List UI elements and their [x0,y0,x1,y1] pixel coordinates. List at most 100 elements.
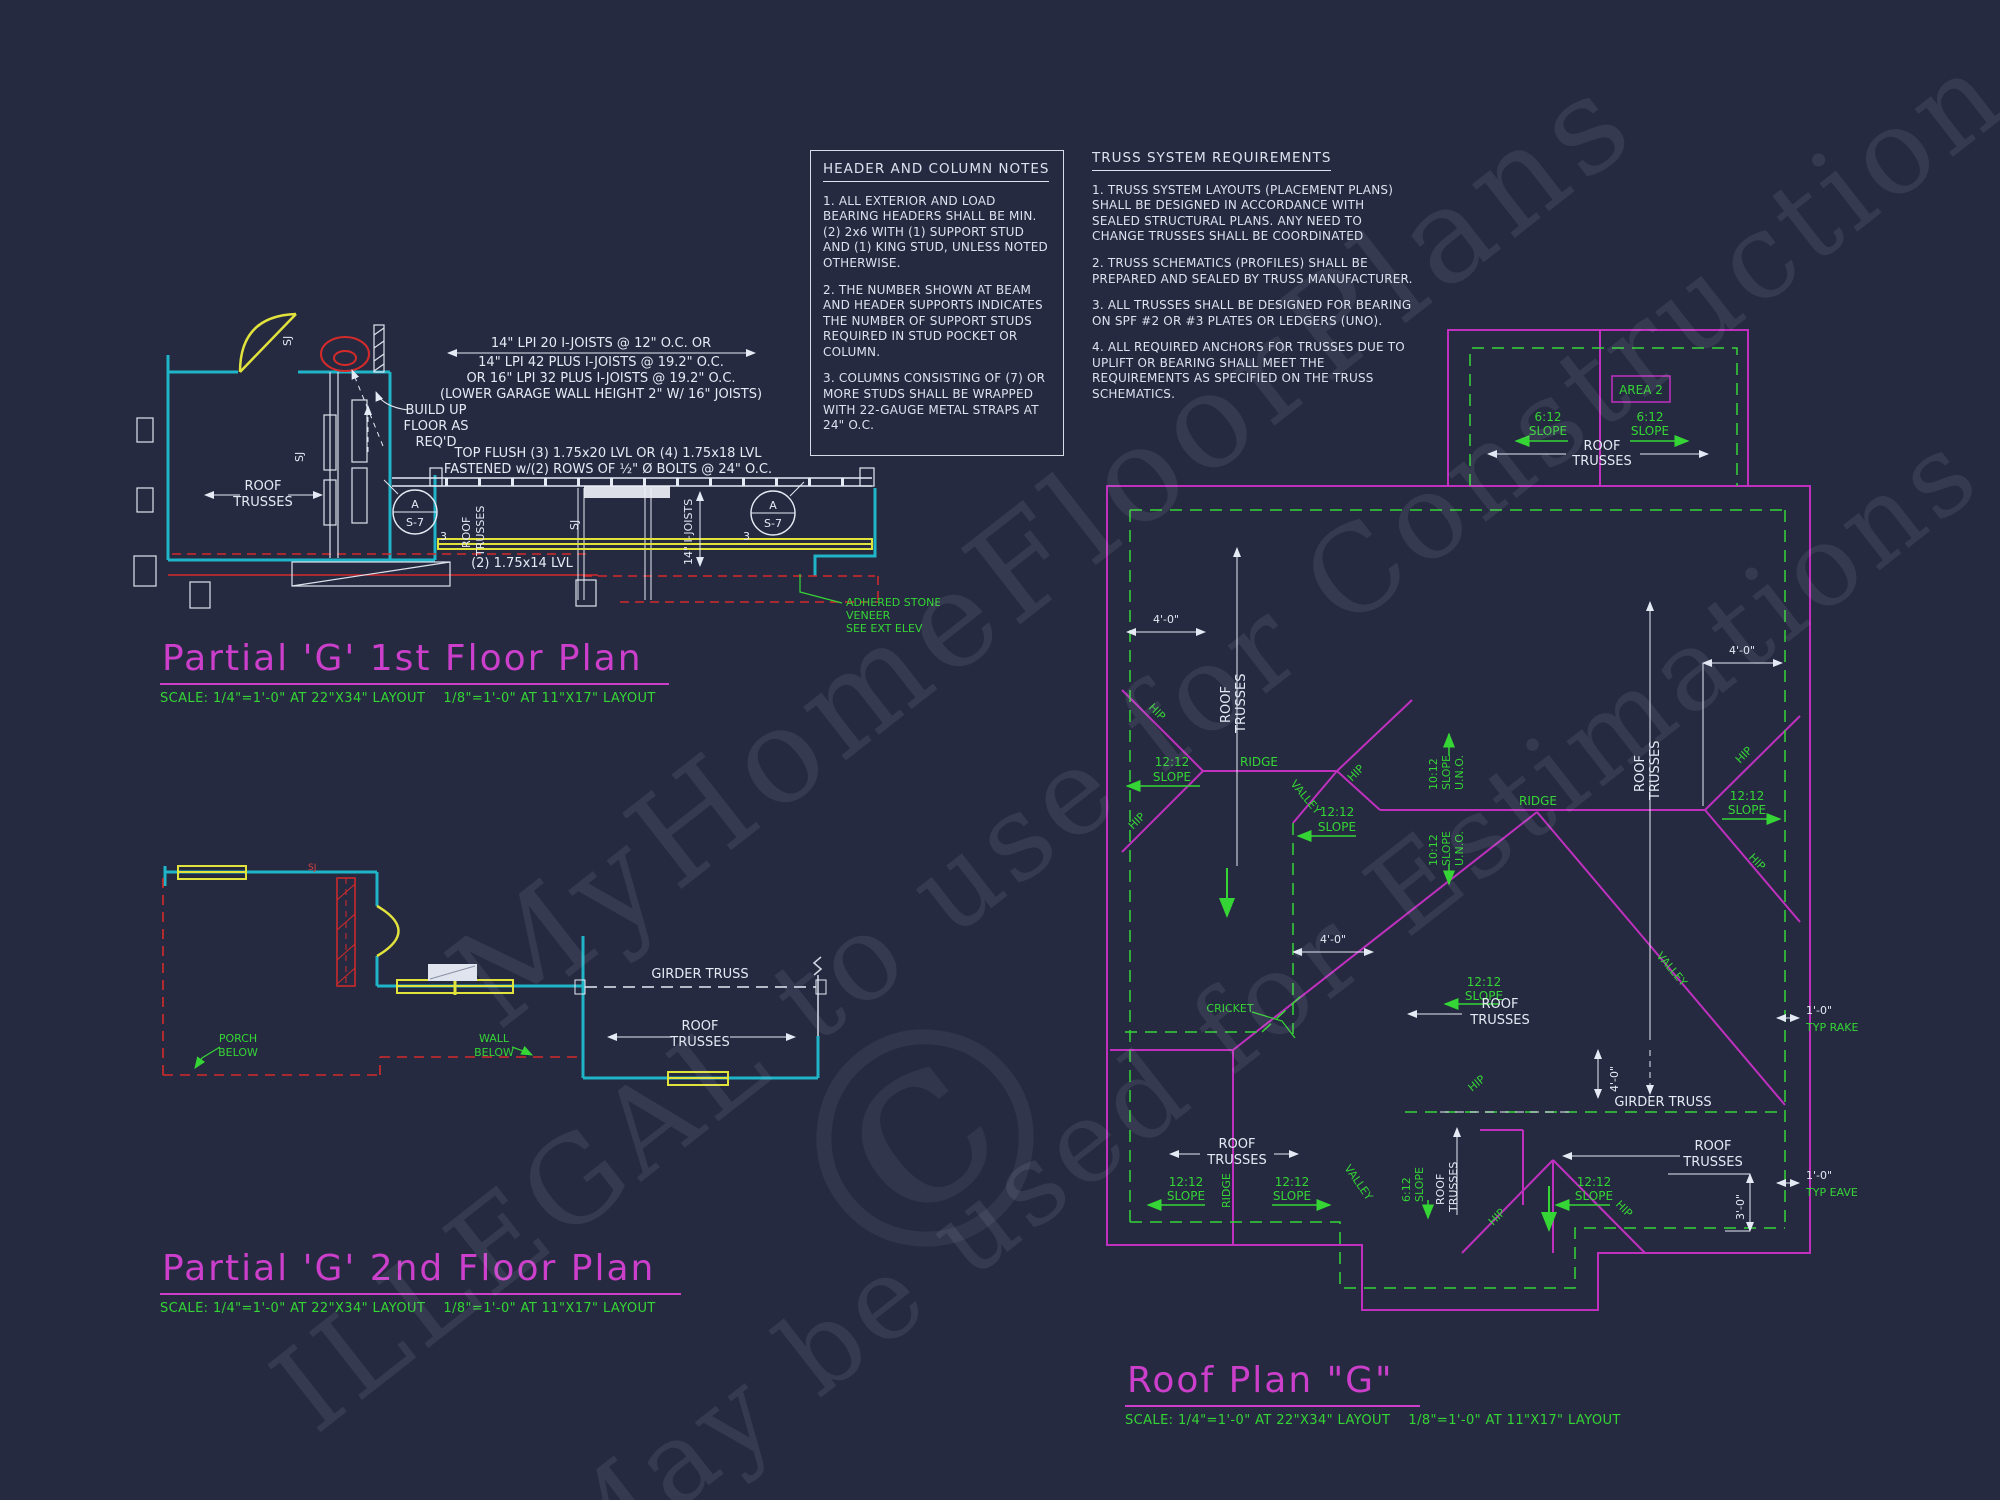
slope-word: SLOPE [1440,755,1453,790]
truss-note-3: 3. ALL TRUSSES SHALL BE DESIGNED FOR BEA… [1092,298,1412,328]
porch-below-callout: PORCH BELOW [194,1032,258,1069]
joist-note-line1: 14" LPI 20 I-JOISTS @ 12" O.C. OR [491,336,711,351]
joist-note: 14" LPI 20 I-JOISTS @ 12" O.C. OR 14" LP… [440,336,762,402]
roof-label: ROOF [1633,755,1648,792]
roof-label: ROOF [682,1019,719,1034]
second-floor-title-block: Partial 'G' 2nd Floor Plan SCALE: 1/4"=1… [160,1248,682,1316]
roof-trusses-bottom-left: ROOF TRUSSES [1169,1137,1299,1168]
uno-label: U.N.O. [1453,755,1466,790]
roof-trusses-vertical-right: ROOF TRUSSES [1633,601,1663,1095]
second-floor-plan-drawing: SJ GIRDER TRUSS ROOF TRUSSES PORCH BELOW… [162,863,827,1086]
valley-label: VALLEY [1342,1162,1376,1203]
dim-4ft: 4'-0" [1320,933,1346,946]
below-label: BELOW [218,1046,258,1059]
slope-word: SLOPE [1273,1189,1311,1203]
sj-label: SJ [568,520,581,530]
roof-trusses-vertical-left: ROOF TRUSSES [1219,547,1249,866]
wall-break [812,956,823,1036]
slope-word: SLOPE [1440,831,1453,866]
section-marker-left: A S-7 3 [383,479,447,543]
stone-line2: VENEER [846,609,891,622]
roof-trusses-bottom-right: ROOF TRUSSES [1562,1139,1743,1170]
lvl14-label: (2) 1.75x14 LVL [471,556,574,571]
joist-note-line4: (LOWER GARAGE WALL HEIGHT 2" W/ 16" JOIS… [440,387,762,402]
garage-door [238,312,297,373]
slope-word: SLOPE [1728,803,1766,817]
trusses-label: TRUSSES [669,1035,729,1050]
truss-system-requirements: TRUSS SYSTEM REQUIREMENTS 1. TRUSS SYSTE… [1092,150,1414,414]
slope-ratio: 12:12 [1577,1175,1612,1189]
slope-ratio: 12:12 [1730,789,1765,803]
slope-ratio: 12:12 [1275,1175,1310,1189]
garage-roof-trusses: ROOF TRUSSES [204,479,323,510]
dim-4ft: 4'-0" [1729,644,1755,657]
red-fixture [168,336,879,603]
roof-trusses-label: ROOF TRUSSES [607,1019,796,1050]
build-up-line2: FLOOR AS [403,419,468,434]
window-tag [428,964,477,981]
red-column-and-dashed [162,877,583,1076]
truss-requirements-title: TRUSS SYSTEM REQUIREMENTS [1092,150,1332,171]
roof-label: ROOF [1219,1137,1256,1152]
header-note-2: 2. THE NUMBER SHOWN AT BEAM AND HEADER S… [823,282,1043,359]
roof-label: ROOF [1482,997,1519,1012]
area2-label: AREA 2 [1619,383,1663,397]
hip-label: HIP [1466,1072,1489,1094]
girder-truss-label: GIRDER TRUSS [1614,1095,1711,1110]
dim-4ft: 4'-0" [1608,1066,1621,1092]
slope-ratio: 12:12 [1155,755,1190,769]
slope-labels: 12:12 SLOPE 12:12 SLOPE 12:12 SLOPE 12:1… [1125,755,1782,1211]
slope-ratio: 6:12 [1535,410,1562,424]
ijoist-label: 14" I-JOISTS [682,499,695,565]
section-letter: A [769,499,777,512]
roof-label: ROOF [1695,1139,1732,1154]
uno-label: U.N.O. [1453,831,1466,866]
first-floor-plan-drawing: 14" I-JOISTS SJ SJ SJ ROOF TRUSSES ROOF … [133,312,940,635]
roof-trusses-vertical: TRUSSES [474,506,487,557]
girder-truss-label: GIRDER TRUSS [651,967,748,982]
slope-ratio: 12:12 [1169,1175,1204,1189]
slope-1012-up: 10:12 SLOPE U.N.O. [1427,732,1466,790]
first-floor-title-block: Partial 'G' 1st Floor Plan SCALE: 1/4"=1… [160,638,669,706]
hip-label: HIP [1613,1198,1635,1220]
slope-612-down: 6:12 SLOPE [1400,1167,1434,1220]
roof-ridges-hips-valleys [1110,689,1801,1254]
ridge-label: RIDGE [1519,794,1557,808]
trusses-label: TRUSSES [1469,1013,1529,1028]
cricket-callout: CRICKET [1206,1002,1296,1039]
area2-tag: AREA 2 [1611,375,1671,403]
second-floor-door [376,904,400,958]
valley-label: VALLEY [1288,778,1324,817]
ridge-label: RIDGE [1220,1173,1233,1208]
wall-lines-dashed [1125,347,1786,1289]
slope-ratio: 12:12 [1467,975,1502,989]
slope-word: SLOPE [1413,1167,1426,1202]
lvl-note-line1: TOP FLUSH (3) 1.75x20 LVL OR (4) 1.75x18… [453,446,762,461]
dim-1ft: 1'-0" [1806,1004,1832,1017]
dim-4ft: 4'-0" [1153,613,1179,626]
slope-word: SLOPE [1153,770,1191,784]
slope-ratio: 6:12 [1400,1177,1413,1202]
trusses-label: TRUSSES [1682,1155,1742,1170]
roof-plan-drawing: AREA 2 6:12 SLOPE 6:12 SLOPE ROOF TRUSSE… [1106,329,1859,1311]
cricket-label: CRICKET [1206,1002,1253,1015]
joist-note-line3: OR 16" LPI 32 PLUS I-JOISTS @ 19.2" O.C. [466,371,735,386]
highlight-tag [584,486,670,498]
slope-ratio: 6:12 [1637,410,1664,424]
slope-ratio: 10:12 [1427,834,1440,866]
build-up-line3: REQ'D [415,435,456,450]
dimensions [1126,628,1800,1232]
header-note-3: 3. COLUMNS CONSISTING OF (7) OR MORE STU… [823,371,1046,433]
roof-trusses-garage: ROOF TRUSSES [1407,997,1530,1028]
section-letter: A [411,498,419,511]
build-up-line1: BUILD UP [405,403,466,418]
ridge-label: RIDGE [1240,755,1278,769]
wall-label: WALL [479,1032,510,1045]
header-note-1: 1. ALL EXTERIOR AND LOAD BEARING HEADERS… [823,193,1049,270]
slope-word: SLOPE [1575,1189,1613,1203]
truss-note-4: 4. ALL REQUIRED ANCHORS FOR TRUSSES DUE … [1092,340,1405,402]
section-sheet: S-7 [764,517,782,530]
trusses-label: TRUSSES [1571,454,1631,469]
roof-trusses-vertical: ROOF [460,517,473,548]
